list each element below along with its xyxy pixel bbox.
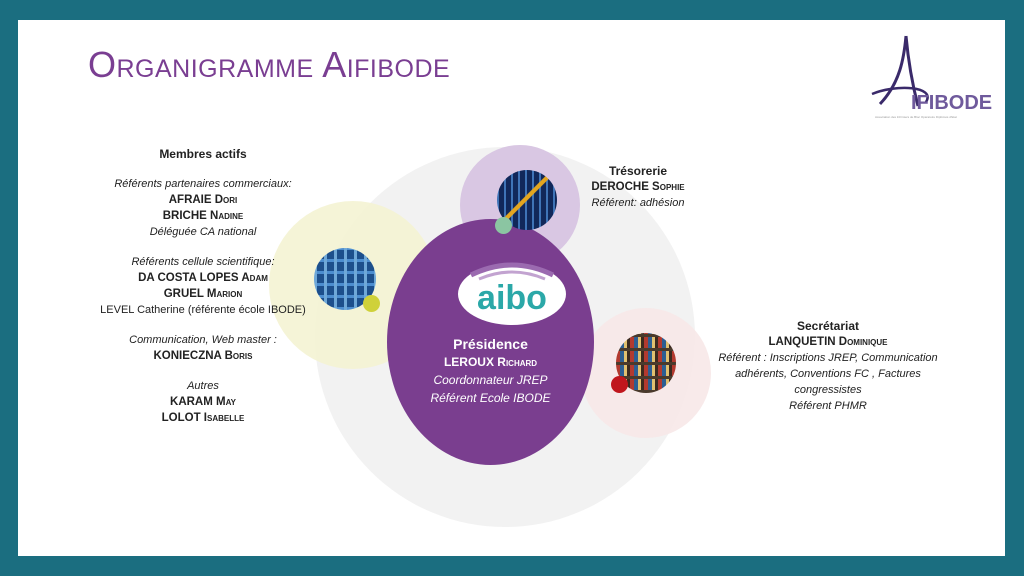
member-plain: LEVEL Catherine (référente école IBODE): [100, 304, 306, 316]
membres-actifs-block: Membres actifs Référents partenaires com…: [53, 146, 353, 426]
secretariat-role: Référent : Inscriptions JREP, Communicat…: [718, 352, 938, 396]
tresorerie-heading: Trésorerie: [608, 164, 668, 178]
secretariat-name: LANQUETIN Dominique: [768, 336, 888, 348]
membres-heading: Membres actifs: [159, 147, 247, 161]
aifibode-logo: [871, 35, 929, 107]
presidence-block: Présidence LEROUX Richard Coordonnateur …: [413, 335, 568, 407]
membres-group-role: Référents cellule scientifique:: [131, 256, 275, 268]
membres-group-role: Autres: [187, 380, 219, 392]
member-name: LOLOT Isabelle: [161, 412, 245, 424]
presidence-role-1: Coordonnateur JREP: [433, 373, 548, 387]
member-name: AFRAIE Dori: [168, 194, 238, 206]
member-name: GRUEL Marion: [163, 288, 243, 300]
presidence-circle: [387, 219, 594, 465]
member-name: BRICHE Nadine: [162, 210, 244, 222]
membres-dot: [363, 295, 380, 312]
member-name: DA COSTA LOPES Adam: [138, 272, 268, 284]
membres-group-role: Référents partenaires commerciaux:: [114, 178, 292, 190]
circuit-network-image: [314, 248, 376, 310]
secretariat-dot: [611, 376, 628, 393]
secretariat-block: Secrétariat LANQUETIN Dominique Référent…: [708, 318, 948, 414]
membres-group-role: Communication, Web master :: [129, 334, 277, 346]
slide: Organigramme Aifibode IFIBODE Associatio…: [18, 20, 1005, 556]
logo-text: IFIBODE: [911, 92, 993, 114]
member-name: KONIECZNA Boris: [153, 350, 253, 362]
tresorerie-role: Référent: adhésion: [591, 197, 685, 209]
page-title: Organigramme Aifibode: [88, 44, 451, 85]
presidence-role-2: Référent Ecole IBODE: [430, 391, 551, 405]
member-extra-role: Déléguée CA national: [149, 226, 257, 238]
presidence-name: LEROUX Richard: [443, 355, 538, 369]
logo-subtitle: Association des Infirmiers de Bloc Opéra…: [875, 115, 957, 119]
tresorerie-dot: [495, 217, 512, 234]
tresorerie-name: DEROCHE Sophie: [591, 181, 685, 193]
tresorerie-block: Trésorerie DEROCHE Sophie Référent: adhé…: [573, 163, 703, 211]
member-name: KARAM May: [170, 396, 236, 408]
aibo-logo: aibo: [458, 262, 566, 325]
secretariat-role-2: Référent PHMR: [789, 400, 867, 412]
secretariat-heading: Secrétariat: [796, 319, 860, 333]
presidence-heading: Présidence: [453, 336, 528, 352]
aibo-logo-text: aibo: [477, 279, 547, 317]
